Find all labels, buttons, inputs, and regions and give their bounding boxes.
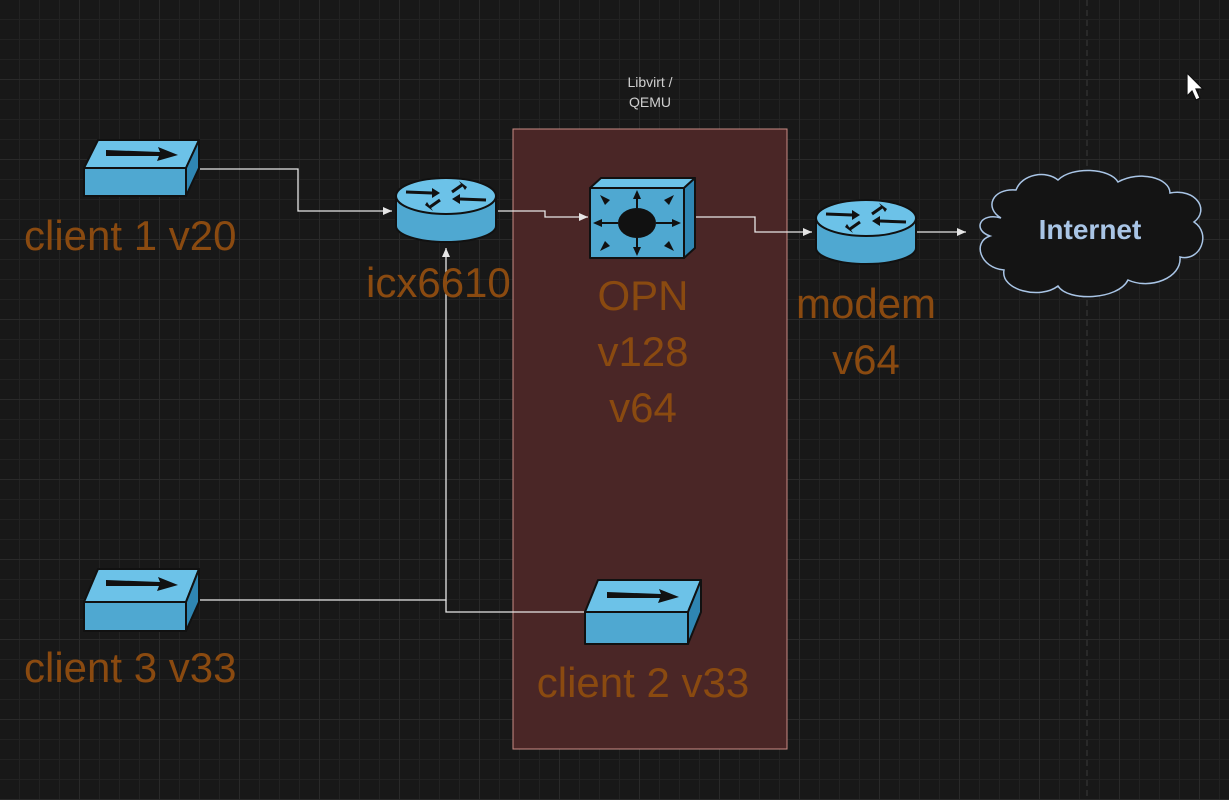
opn-firewall-icon[interactable] bbox=[589, 177, 696, 259]
modem-label-line1: modem bbox=[795, 280, 937, 327]
container-label-line2: QEMU bbox=[629, 94, 671, 110]
client2-label: client 2 v33 bbox=[536, 659, 750, 706]
link-client1-icx[interactable] bbox=[200, 168, 392, 215]
link-client2-icx[interactable] bbox=[445, 600, 585, 613]
opn-label: OPN v128 v64 bbox=[563, 268, 723, 436]
container-label: Libvirt / QEMU bbox=[600, 72, 700, 112]
client1-label: client 1 v20 bbox=[24, 212, 237, 259]
client3-switch-icon[interactable] bbox=[83, 568, 200, 632]
container-label-line1: Libvirt / bbox=[627, 74, 673, 90]
modem-router-icon[interactable] bbox=[815, 199, 917, 265]
internet-label: Internet bbox=[1038, 214, 1142, 245]
client2-switch-icon[interactable] bbox=[584, 579, 702, 645]
opn-label-line1: OPN bbox=[597, 272, 689, 319]
modem-label-line2: v64 bbox=[832, 336, 900, 383]
internet-cloud-icon[interactable] bbox=[979, 169, 1204, 298]
opn-label-line2: v128 bbox=[597, 328, 689, 375]
client3-label: client 3 v33 bbox=[24, 644, 237, 691]
modem-label: modem v64 bbox=[786, 276, 946, 388]
mouse-cursor-icon bbox=[1186, 72, 1205, 101]
opn-label-line3: v64 bbox=[609, 384, 677, 431]
link-opn-modem[interactable] bbox=[696, 216, 812, 236]
client1-switch-icon[interactable] bbox=[83, 139, 200, 197]
link-icx-opn[interactable] bbox=[498, 210, 588, 221]
icx6610-router-icon[interactable] bbox=[395, 177, 497, 243]
icx6610-label: icx6610 bbox=[366, 259, 511, 306]
